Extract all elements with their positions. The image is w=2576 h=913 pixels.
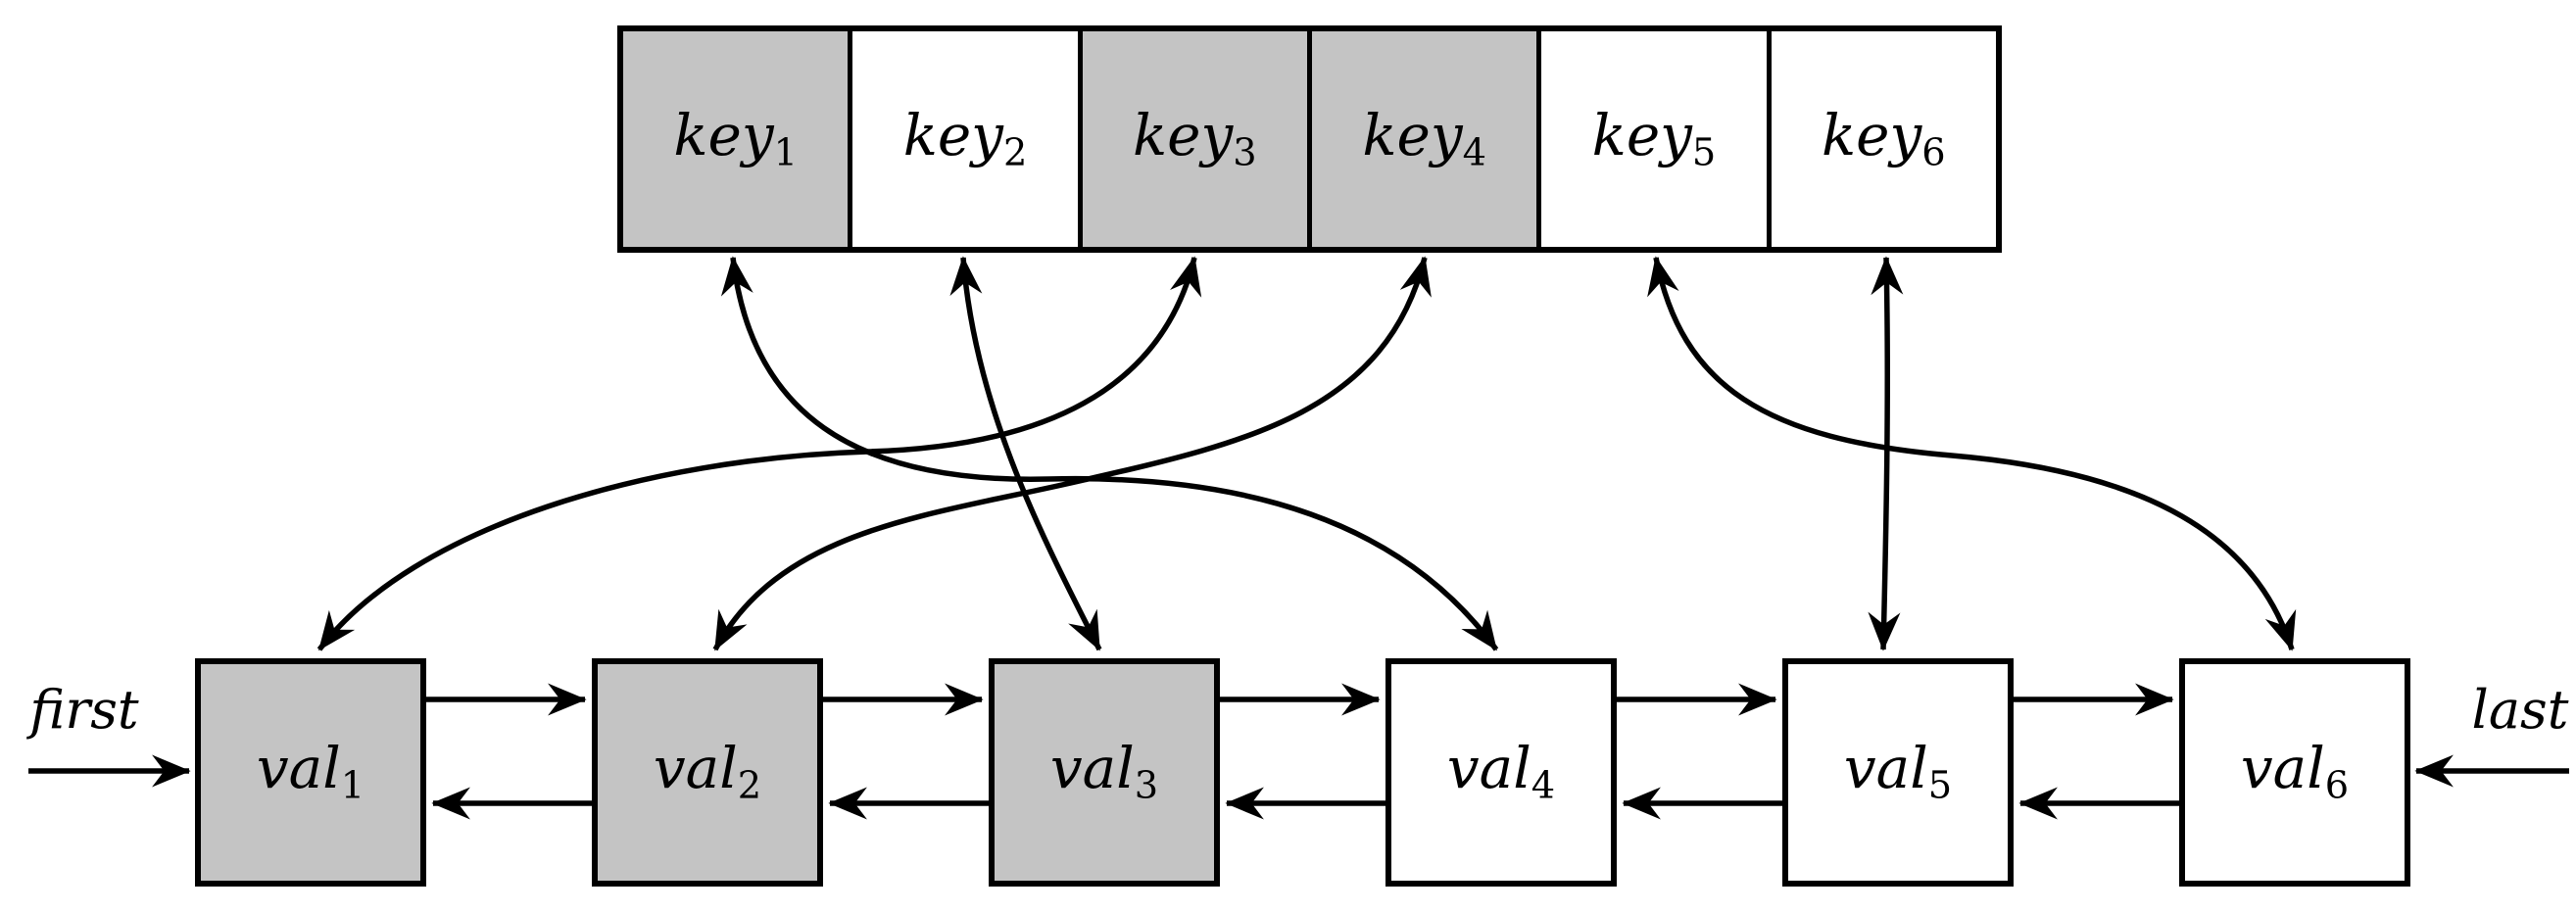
key-cell-5: key5	[1541, 31, 1772, 247]
val-node-4: val4	[1385, 658, 1617, 887]
key-label-3: key3	[1133, 101, 1257, 175]
link-key2-val3	[949, 256, 1102, 651]
val-node-6: val6	[2179, 658, 2410, 887]
key-label-1: key1	[673, 101, 798, 175]
key-cell-4: key4	[1311, 31, 1542, 247]
key-label-4: key4	[1362, 101, 1486, 175]
key-cell-1: key1	[623, 31, 853, 247]
val-label-6: val6	[2240, 735, 2350, 808]
link-key3-val1	[316, 256, 1202, 651]
key-label-5: key5	[1591, 101, 1717, 175]
val-node-5: val5	[1782, 658, 2014, 887]
val-label-2: val2	[653, 735, 762, 808]
key-cell-3: key3	[1082, 31, 1312, 247]
val-label-4: val4	[1446, 735, 1556, 808]
key-label-2: key2	[902, 101, 1028, 175]
val-label-5: val5	[1843, 735, 1953, 808]
val-label-3: val3	[1049, 735, 1159, 808]
key-cell-2: key2	[852, 31, 1083, 247]
key-label-6: key6	[1822, 101, 1946, 175]
val-label-1: val1	[256, 735, 365, 808]
val-node-2: val2	[592, 658, 823, 887]
key-array: key1 key2 key3 key4 key5 key6	[617, 25, 2002, 253]
link-key6-val5	[1868, 256, 1904, 651]
key-cell-6: key6	[1771, 31, 1996, 247]
link-key4-val2	[712, 256, 1432, 651]
link-key5-val6	[1647, 256, 2297, 651]
val-node-1: val1	[195, 658, 426, 887]
val-node-3: val3	[989, 658, 1220, 887]
first-pointer-label: first	[29, 679, 139, 741]
last-pointer-label: last	[2471, 679, 2569, 741]
